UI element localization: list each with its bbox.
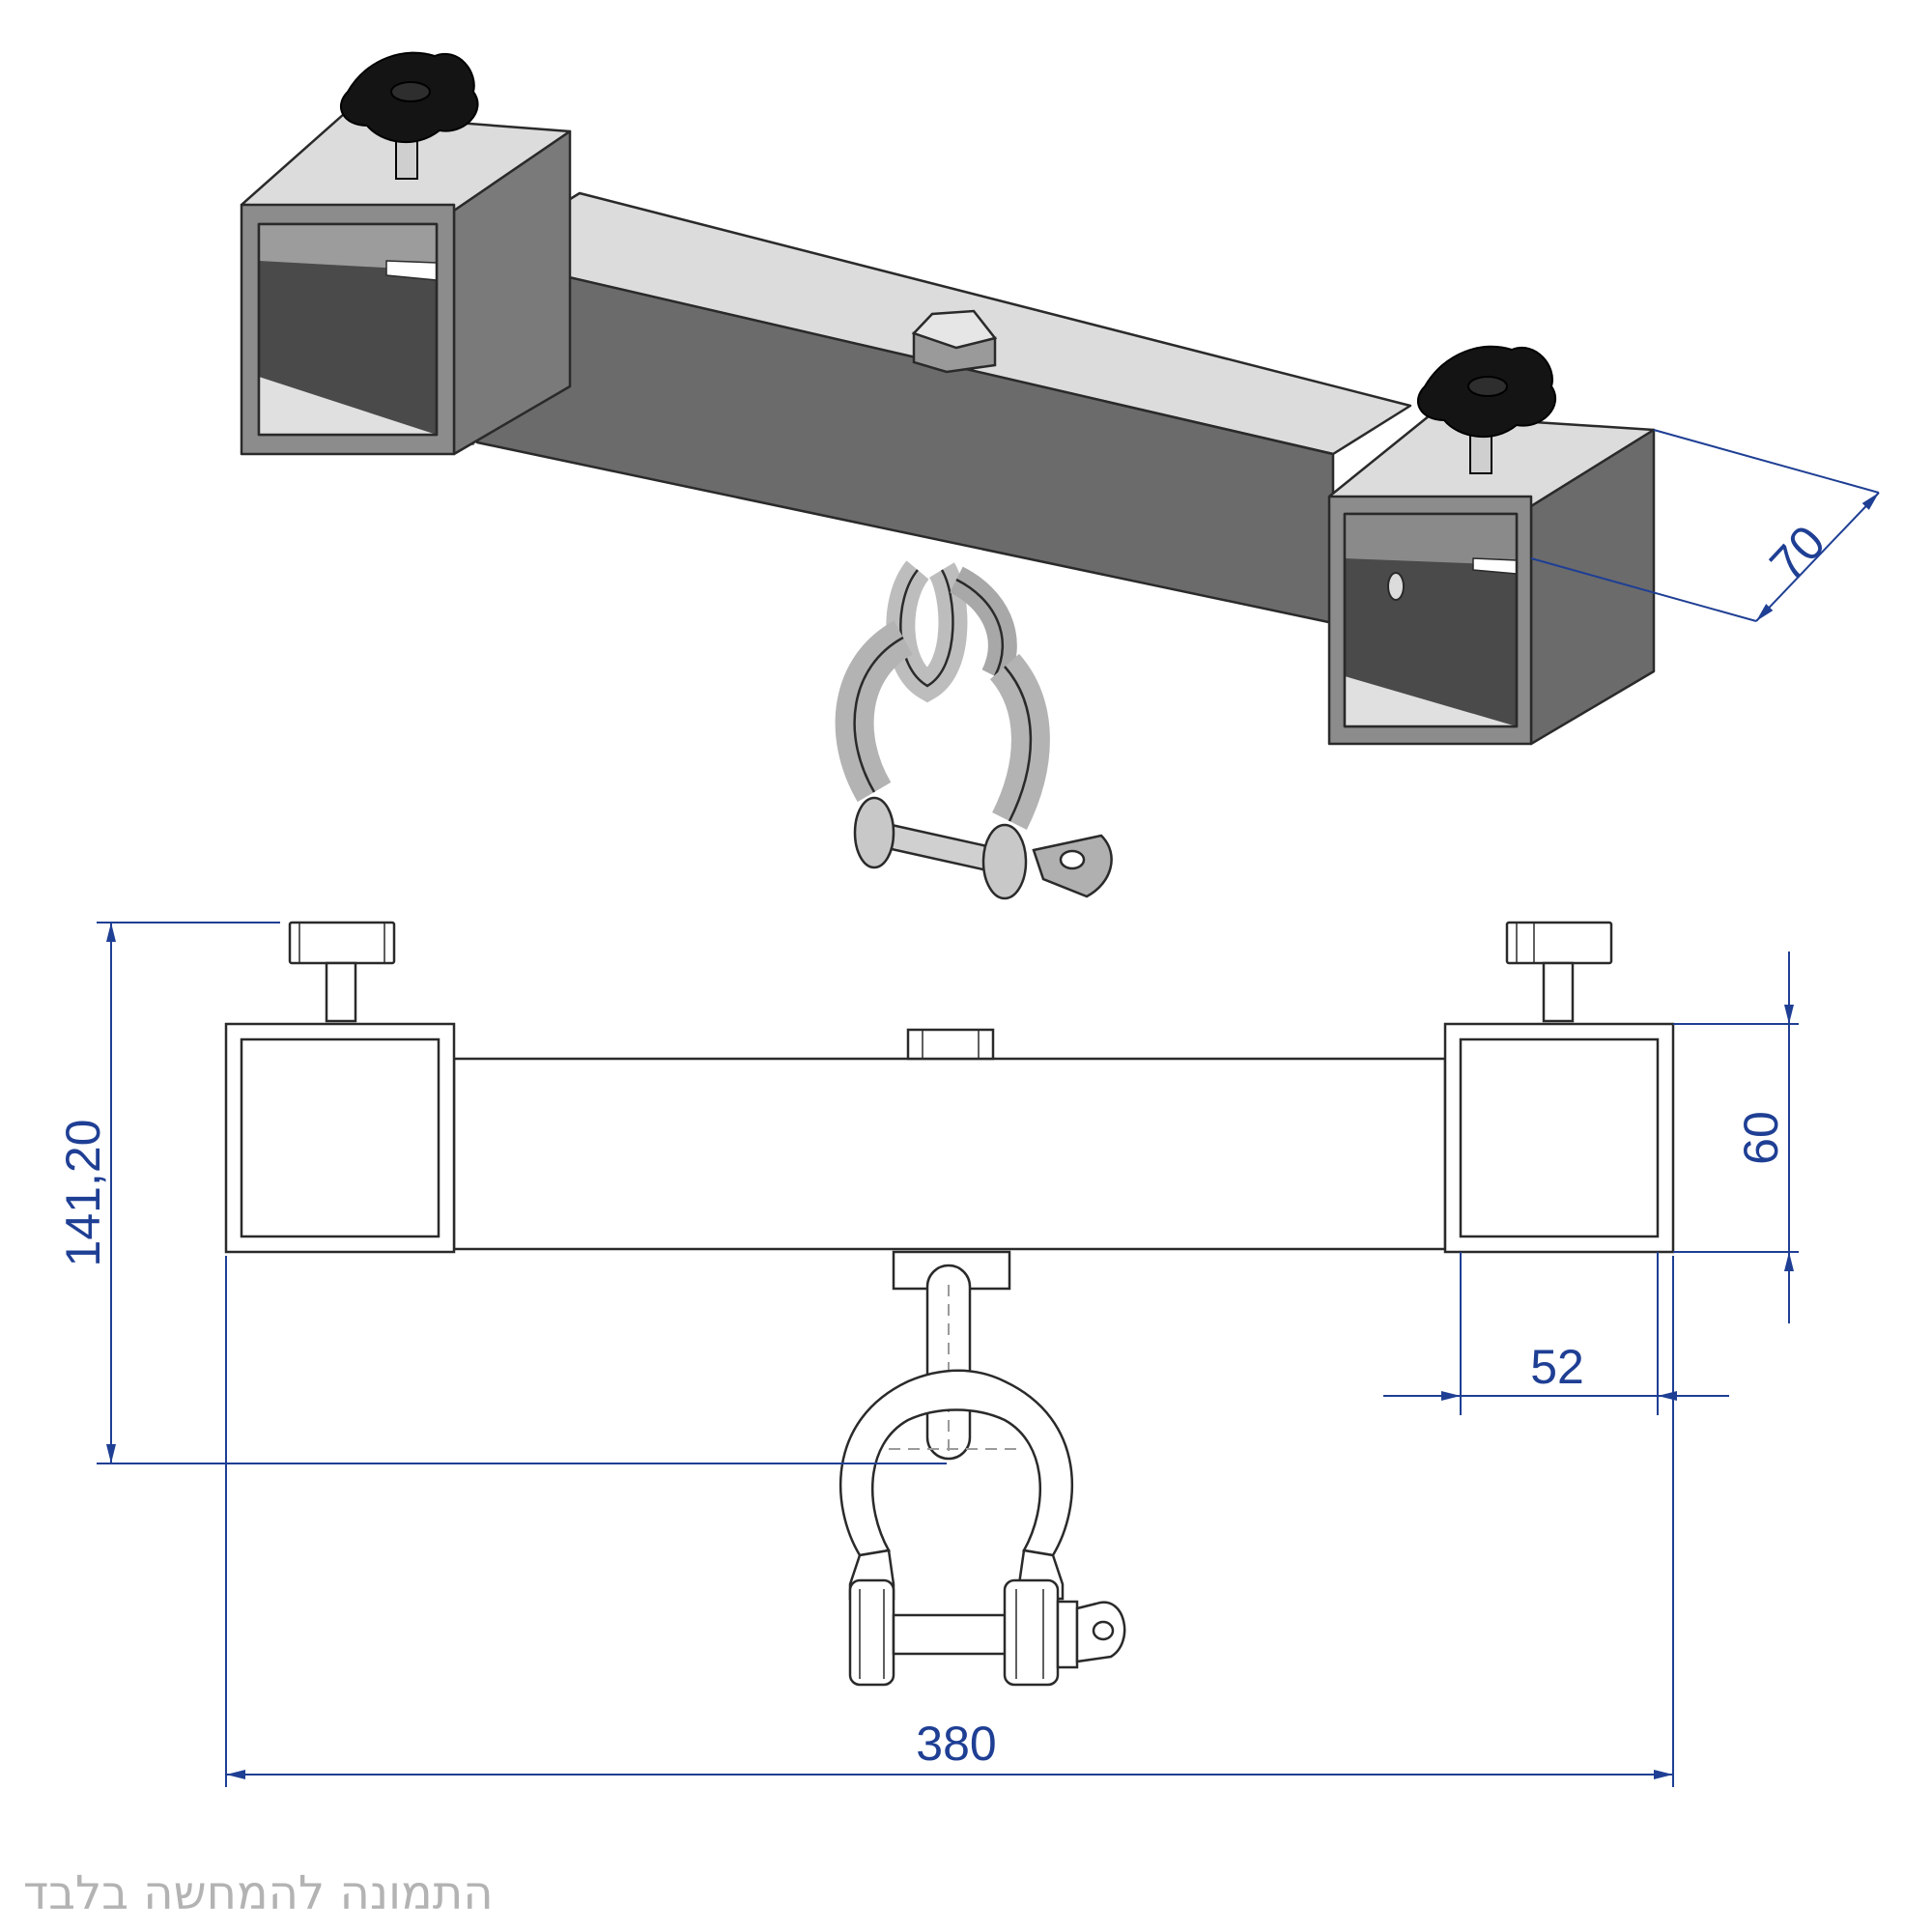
iso-hex-bolt [911, 309, 998, 374]
front-shackle [838, 1264, 1126, 1687]
iso-right-clamp [1327, 413, 1656, 746]
illustration-disclaimer: התמונה להמחשה בלבד [23, 1866, 494, 1920]
front-center-beam [452, 1057, 1447, 1251]
iso-shackle [835, 560, 1113, 900]
iso-center-beam [475, 191, 1412, 625]
dimension-380: 380 [225, 1256, 1674, 1787]
front-view [224, 921, 1675, 1687]
front-top-bolt [906, 1028, 995, 1061]
iso-knob-left [339, 51, 479, 180]
isometric-view: 70 [240, 51, 1880, 900]
dimension-60-label: 60 [1734, 1111, 1788, 1165]
dimension-60: 60 [1673, 952, 1799, 1323]
front-left-clamp [224, 1022, 456, 1254]
iso-left-clamp [240, 112, 572, 456]
dimension-52: 52 [1383, 1252, 1729, 1415]
dimension-141-20: 141,20 [56, 922, 947, 1464]
dimension-141-20-label: 141,20 [56, 1120, 110, 1267]
dimension-380-label: 380 [916, 1717, 996, 1771]
dimension-70-label: 70 [1759, 515, 1835, 591]
dimension-52-label: 52 [1530, 1340, 1584, 1394]
iso-knob-right [1416, 345, 1557, 474]
front-dimensions: 141,20 60 52 380 [56, 922, 1799, 1787]
front-knob-right [1505, 921, 1613, 1023]
front-right-clamp [1443, 1022, 1675, 1254]
front-knob-left [288, 921, 396, 1023]
